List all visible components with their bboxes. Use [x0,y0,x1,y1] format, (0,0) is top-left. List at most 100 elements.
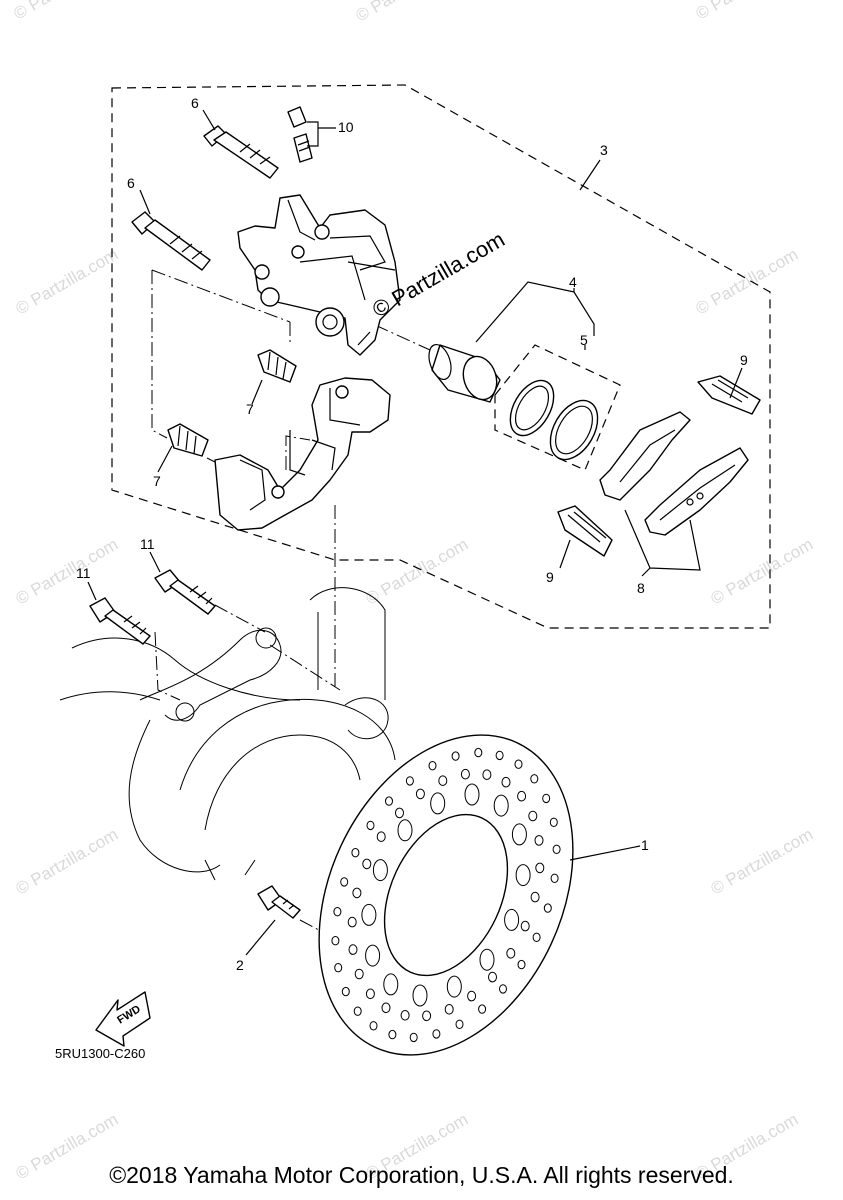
disc-hole [511,823,527,846]
disc-hole [347,916,357,928]
disc-hole [333,907,342,917]
disc-hole [479,948,495,971]
callout-5: 5 [580,332,588,348]
watermark: © Partzilla.com [13,245,122,319]
watermark: © Partzilla.com [11,0,120,23]
disc-hole [482,769,492,781]
disc-hole [351,848,360,858]
disc-hole [352,887,362,899]
disc-bolt-2 [257,885,301,919]
disc-hole [400,1010,410,1021]
disc-hole [372,859,388,882]
bleed-screw-10 [287,106,313,163]
disc-hole [362,858,372,870]
callout-labels: 1 2 3 4 5 6 6 7 7 8 9 9 10 11 11 [76,95,748,973]
disc-hole [366,820,375,831]
callout-7: 7 [153,473,161,489]
disc-hole [428,761,437,771]
disc-hole [361,903,377,926]
alignment-lines [151,269,431,961]
caliper-bracket [214,377,391,531]
disc-hole [552,844,561,854]
watermark: © Partzilla.com [13,825,122,899]
callout-9: 9 [546,569,554,585]
caliper-bolt-6a [203,125,279,179]
disc-hole [340,877,349,887]
callout-4: 4 [569,274,577,290]
disc-hole [464,783,480,806]
disc-hole [520,920,530,932]
disc-hole [438,775,448,787]
disc-hole [334,963,343,973]
diagram-part-code: 5RU1300-C260 [55,1046,145,1061]
disc-ventilation-holes [331,747,561,1043]
disc-hole [517,959,526,970]
disc-hole [549,817,558,827]
disc-hole [341,986,350,997]
disc-hole [331,936,340,946]
callout-8: 8 [637,580,645,596]
disc-hole [543,903,552,913]
brake-disc-1 [318,734,574,1056]
watermark: © Partzilla.com [693,0,802,23]
slide-boot-7a [257,349,297,383]
callout-6: 6 [191,95,199,111]
swingarm-outline [59,587,396,881]
disc-hole [506,948,516,959]
disc-hole [430,792,446,815]
disc-hole [504,908,520,931]
disc-hole [432,1029,441,1039]
disc-hole [381,1002,391,1014]
forward-direction-arrow: FWD [95,991,151,1047]
leader-lines [87,109,743,956]
disc-hole [542,793,551,804]
callout-6: 6 [127,175,135,191]
caliper-bolt-6b [131,211,211,271]
disc-hole [365,988,375,1000]
disc-hole [397,819,413,842]
caliper-assembly-boundary [111,84,771,629]
disc-hole [460,768,470,780]
disc-hole [517,790,527,802]
callout-3: 3 [600,142,608,158]
pad-spring-9b [557,505,613,557]
disc-hole [415,788,425,800]
disc-hole [493,794,509,817]
disc-hole [455,1019,464,1030]
disc-hole [412,984,428,1007]
disc-hole [467,990,477,1002]
watermark: © Partzilla.com [708,825,817,899]
disc-hole [444,1004,454,1015]
disc-hole [528,810,538,822]
disc-hole [499,984,507,994]
disc-hole [395,807,404,819]
callout-10: 10 [338,119,354,135]
pad-spring-9a [697,375,761,415]
disc-hole [532,932,541,942]
disc-hole [550,873,559,883]
disc-hole [534,835,544,846]
disc-hole [495,750,504,761]
disc-hole [530,891,540,903]
disc-hole [376,831,386,843]
disc-hole [451,751,460,761]
callout-9: 9 [740,352,748,368]
disc-hole [385,796,393,806]
callout-11: 11 [140,536,155,552]
slide-boot-7b [167,423,209,457]
disc-hole [369,1021,378,1031]
disc-hole [365,944,381,967]
copyright-notice: ©2018 Yamaha Motor Corporation, U.S.A. A… [109,1162,734,1188]
callout-7: 7 [246,401,254,417]
disc-hole [353,1006,362,1016]
disc-hole [354,968,364,980]
disc-hole [422,1010,432,1022]
disc-hole [388,1029,397,1040]
watermark: © Partzilla.com [363,535,472,609]
disc-hole [409,1032,418,1043]
callout-11: 11 [76,565,91,581]
disc-hole [501,776,511,788]
caliper-piston-4 [428,344,501,403]
bracket-bolt-11b [89,597,151,645]
